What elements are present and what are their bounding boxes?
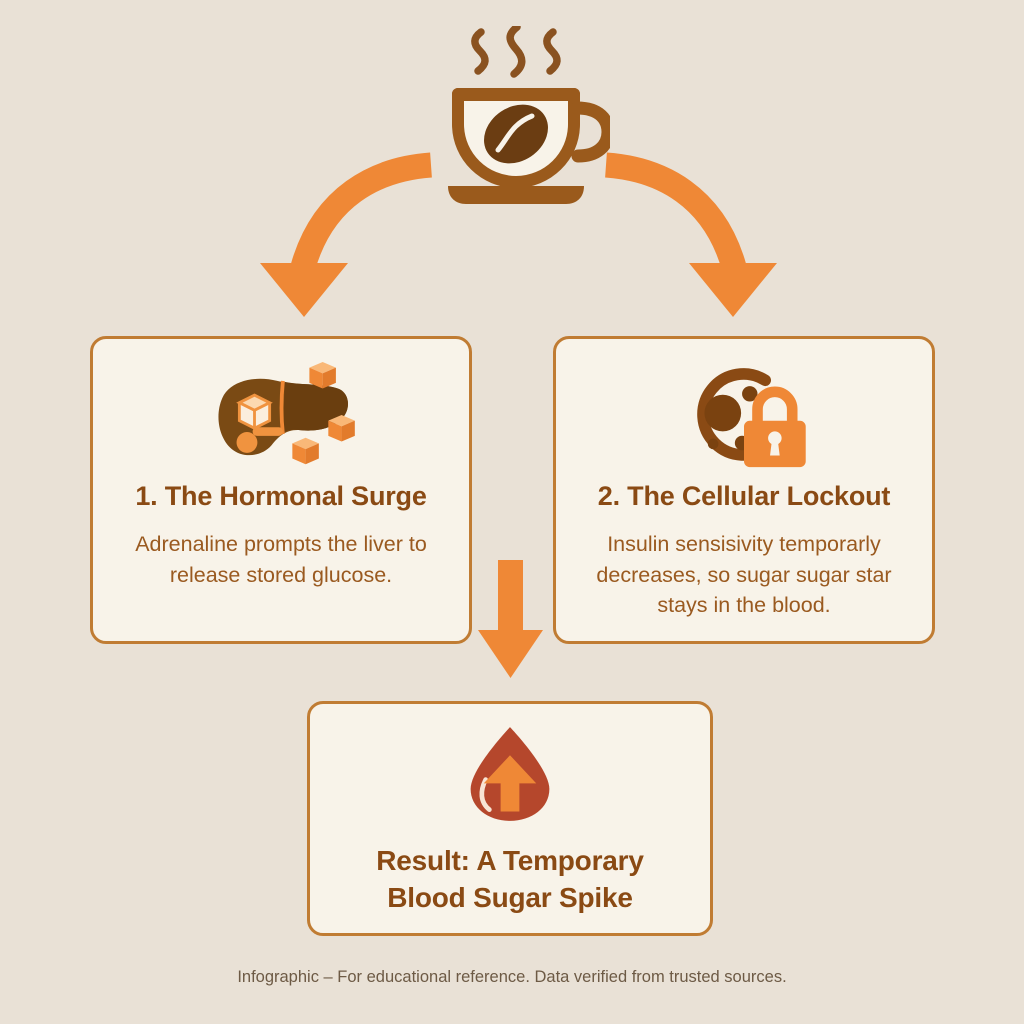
padlock-keyhole	[768, 431, 782, 445]
curved-arrow-down-right	[600, 145, 800, 320]
arrowhead	[689, 263, 777, 317]
coffee-cup-icon	[440, 23, 615, 206]
card-cellular-lockout: 2. The Cellular Lockout Insulin sensisiv…	[553, 336, 935, 644]
straight-arrow-svg	[478, 560, 543, 678]
card-body: Insulin sensisivity temporarly decreases…	[596, 532, 892, 618]
card-title: 2. The Cellular Lockout	[597, 481, 891, 511]
arrowhead	[260, 263, 348, 317]
card-result-blood-sugar-spike: Result: A Temporary Blood Sugar Spike	[307, 701, 713, 936]
card-hormonal-surge: 1. The Hormonal Surge Adrenaline prompts…	[90, 336, 472, 644]
result-title-line-2: Blood Sugar Spike	[387, 882, 633, 914]
coffee-bean-icon	[484, 104, 548, 164]
result-title: Result: A Temporary Blood Sugar Spike	[376, 842, 644, 916]
cell-nucleus	[704, 394, 742, 432]
arrowhead	[478, 630, 543, 678]
steam-icon	[471, 23, 561, 78]
curved-arrow-right-svg	[604, 152, 777, 317]
straight-arrow-down	[470, 560, 550, 680]
sugar-cube-1	[309, 362, 336, 389]
coffee-cup-svg	[448, 23, 615, 204]
padlock-shackle	[752, 386, 798, 430]
liver-with-sugar-cubes-icon	[205, 362, 357, 465]
card-body: Adrenaline prompts the liver to release …	[135, 532, 427, 587]
cell-with-padlock-icon	[676, 365, 812, 468]
cup-saucer	[448, 186, 584, 204]
cup-handle	[570, 101, 615, 163]
sugar-cube-inside	[236, 393, 273, 430]
cell-lock-icon-svg	[697, 368, 806, 468]
drop-highlight	[479, 777, 492, 812]
card-title: 1. The Hormonal Surge	[135, 481, 427, 511]
result-title-line-1: Result: A Temporary	[376, 845, 644, 876]
cell-organelle	[742, 386, 758, 402]
curved-arrow-left-svg	[260, 152, 433, 317]
sugar-cube-3	[292, 437, 319, 465]
liver-icon-svg	[218, 362, 355, 465]
footer-note: Infographic – For educational reference.…	[237, 968, 787, 986]
sugar-cube-2	[328, 415, 355, 442]
blood-drop-svg	[470, 727, 550, 821]
curved-arrow-down-left	[235, 145, 435, 320]
cell-organelle	[707, 438, 719, 450]
blood-drop-up-arrow-icon	[465, 726, 555, 822]
up-arrow-inside-drop	[483, 755, 537, 812]
cup-rim	[452, 88, 580, 101]
